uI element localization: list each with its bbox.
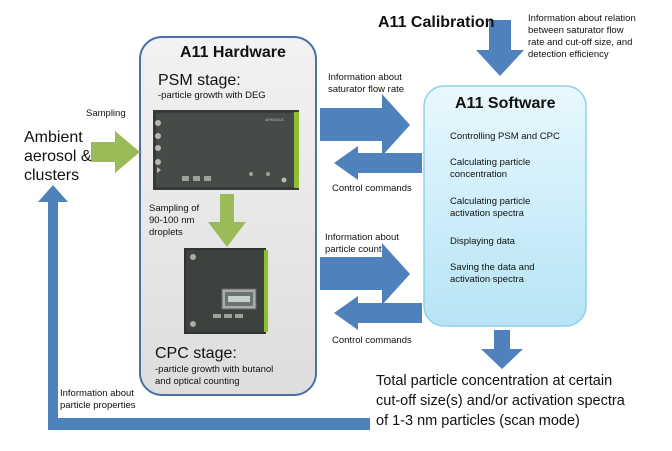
software-title: A11 Software [455,95,556,112]
software-box [423,85,587,327]
calibration-info-3: rate and cut-off size, and [528,37,633,48]
particle-count-arrow [320,243,410,305]
psm-stage-description: -particle growth with DEG [158,90,266,101]
control-commands-top-label: Control commands [332,183,412,194]
control-commands-bottom-label: Control commands [332,335,412,346]
software-item-saving-2: activation spectra [450,274,524,285]
saturator-flow-arrow [320,94,410,156]
calibration-info-1: Information about relation [528,13,636,24]
calibration-title: A11 Calibration [378,14,495,31]
cpc-stage-description-2: and optical counting [155,376,240,387]
droplet-text-2: 90-100 nm [149,215,195,226]
software-item-saving-1: Saving the data and [450,262,535,273]
control-commands-top-arrow [334,146,422,180]
svg-text:AIRMODUS: AIRMODUS [265,118,285,122]
saturator-info-1: Information about [328,72,402,83]
calibration-info-4: detection efficiency [528,49,609,60]
sampling-label: Sampling [86,108,126,119]
cpc-stage-description-1: -particle growth with butanol [155,364,274,375]
hardware-title: A11 Hardware [180,44,286,61]
software-item-controlling: Controlling PSM and CPC [450,131,560,142]
droplet-text-3: droplets [149,227,183,238]
particle-count-info-2: particle count [325,244,382,255]
ambient-line-1: Ambient [24,129,83,146]
control-commands-bottom-arrow [334,296,422,330]
software-item-displaying: Displaying data [450,236,515,247]
psm-to-cpc-arrow [208,194,246,247]
particle-count-info-1: Information about [325,232,399,243]
software-item-calc-spectra-1: Calculating particle [450,196,531,207]
sampling-arrow [91,131,140,173]
software-item-calc-conc-1: Calculating particle [450,157,531,168]
psm-stage-title: PSM stage: [158,72,241,89]
saturator-info-2: saturator flow rate [328,84,405,95]
cpc-device-image [184,248,268,334]
calibration-arrow [476,20,524,76]
calibration-info-2: between saturator flow [528,25,624,36]
ambient-line-3: clusters [24,167,80,184]
software-item-calc-conc-2: concentration [450,169,508,180]
result-line-1: Total particle concentration at certain [376,373,613,389]
ambient-line-2: aerosol & [24,148,92,165]
result-line-2: cut-off size(s) and/or activation spectr… [376,393,625,409]
droplet-text-1: Sampling of [149,203,200,214]
psm-device-image: AIRMODUS [153,110,299,190]
software-item-calc-spectra-2: activation spectra [450,208,524,219]
particle-properties-info-1: Information about [60,388,134,399]
particle-properties-info-2: particle properties [60,400,136,411]
result-line-3: of 1-3 nm particles (scan mode) [376,413,580,429]
cpc-stage-title: CPC stage: [155,345,237,362]
software-to-result-arrow [481,330,523,369]
